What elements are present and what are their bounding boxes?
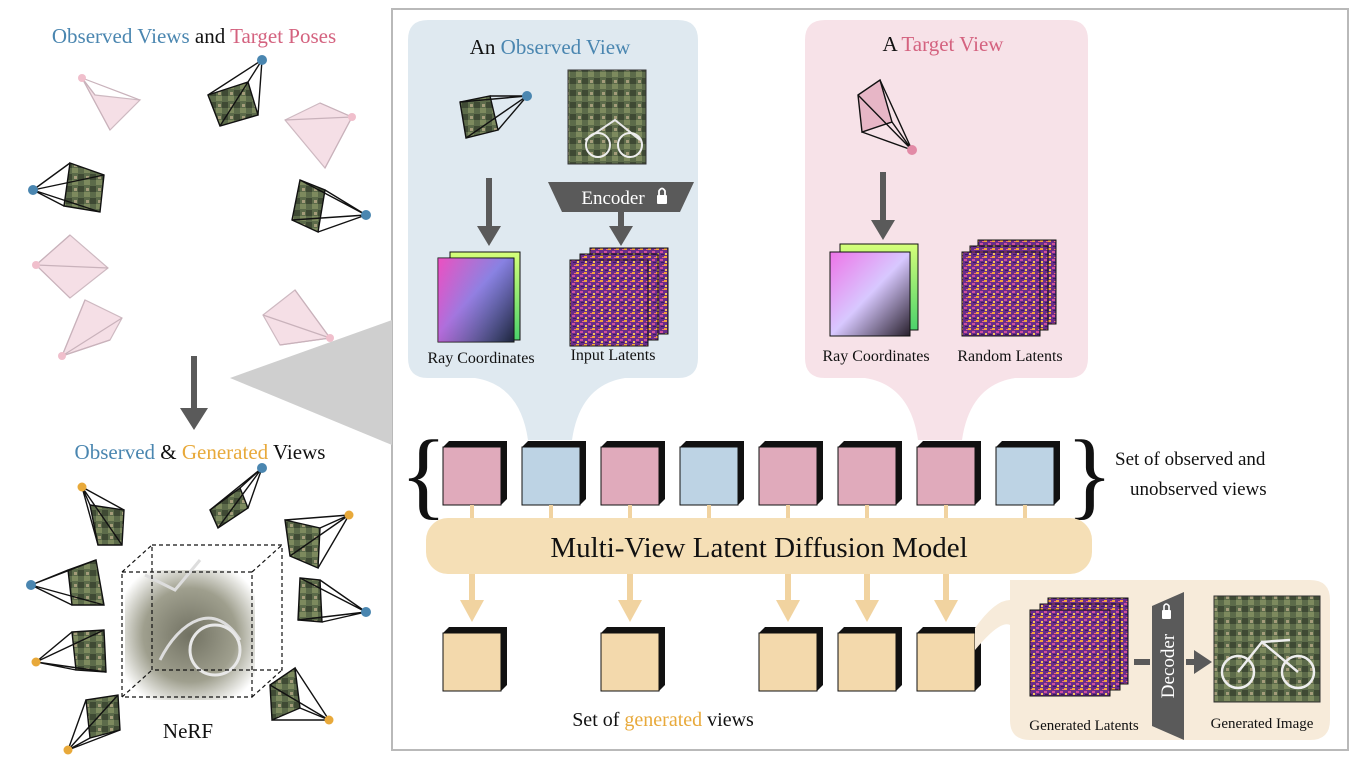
observed-latents-label: Input Latents [571, 347, 656, 364]
generated-view-cube [837, 627, 902, 692]
camera-frustum-icon [459, 91, 532, 139]
observed-view-cube [679, 441, 744, 506]
generated-latents-label: Generated Latents [1029, 718, 1139, 734]
generated-set-label: Set of generated views [572, 709, 754, 731]
generated-image [1213, 595, 1321, 703]
view-set-row [442, 441, 1060, 506]
ray-coordinates-map [829, 243, 919, 337]
nerf-label: NeRF [163, 719, 213, 743]
generated-view-cube [600, 627, 665, 692]
generated-view-cube [916, 627, 981, 692]
generated-frustum [31, 629, 107, 673]
left-top-title: Observed Views and Target Poses [52, 24, 336, 48]
observed-views-word: Observed Views [52, 24, 190, 48]
observed-view-cube [995, 441, 1060, 506]
view-set-label-line2: unobserved views [1130, 479, 1267, 500]
generation-arrow-head [460, 600, 484, 622]
encoder-block [548, 182, 694, 212]
target-ray-label: Ray Coordinates [822, 348, 929, 365]
target-frustum [262, 289, 334, 346]
target-view-panel: A Target View Ray Coordinates Random Lat… [805, 20, 1088, 440]
generated-view-cube [442, 627, 507, 692]
encoder-label: Encoder [581, 188, 645, 209]
ray-coordinates-map [437, 251, 521, 343]
nerf-cube-icon [121, 544, 283, 700]
observed-view-panel: An Observed View Encoder [408, 20, 698, 440]
target-panel-title: A Target View [883, 32, 1005, 56]
observed-panel-title: An Observed View [470, 35, 631, 59]
right-brace: } [1066, 421, 1113, 529]
target-frustum [58, 299, 123, 360]
generated-frustum [77, 482, 125, 546]
generation-arrow-head [618, 600, 642, 622]
target-view-cube [916, 441, 981, 506]
left-brace: { [400, 421, 447, 529]
arrow-head [1194, 650, 1212, 674]
target-view-cube [600, 441, 665, 506]
arrow-head [871, 220, 895, 240]
generation-arrow-head [776, 600, 800, 622]
observed-frustum [209, 463, 267, 530]
observed-frustum [28, 162, 105, 213]
generation-arrow-head [855, 600, 879, 622]
camera-frustum-icon [857, 78, 917, 155]
decoder-panel: Decoder Generated Latents Generated Imag… [975, 580, 1330, 740]
zoom-wedge [230, 320, 392, 445]
left-down-arrow-head [180, 408, 208, 430]
generated-frustum [63, 694, 121, 755]
decoder-label: Decoder [1158, 633, 1179, 698]
target-view-cube [442, 441, 507, 506]
left-panel: Observed Views and Target Poses [26, 24, 371, 755]
target-frustum [78, 74, 142, 131]
observed-frustum [207, 55, 267, 127]
diffusion-model-label: Multi-View Latent Diffusion Model [550, 532, 967, 564]
decoder-block [1152, 592, 1184, 740]
generation-arrow-head [934, 600, 958, 622]
target-frustum [32, 234, 109, 299]
target-poses-word: Target Poses [230, 24, 336, 48]
arrow-head [609, 226, 633, 246]
generated-view-cube [758, 627, 823, 692]
observed-frustum [297, 577, 371, 623]
observed-frustum [291, 179, 371, 234]
target-latents-label: Random Latents [957, 348, 1062, 365]
observed-view-cube [521, 441, 586, 506]
generated-image-label: Generated Image [1211, 716, 1314, 732]
input-latents-map [569, 247, 669, 347]
observed-frustum [26, 559, 105, 606]
lock-icon [1162, 603, 1171, 619]
generated-latents-map [1029, 597, 1129, 697]
generated-frustum [284, 510, 354, 570]
target-frustum [284, 102, 356, 170]
diffusion-model-box [426, 518, 1092, 574]
input-photo [567, 69, 647, 165]
view-set-label-line1: Set of observed and [1115, 449, 1266, 470]
output-row [442, 574, 981, 692]
random-latents-map [961, 239, 1057, 337]
generated-frustum [269, 666, 334, 725]
arrow-head [477, 226, 501, 246]
target-view-cube [758, 441, 823, 506]
lock-icon [657, 187, 667, 204]
left-bottom-title: Observed & Generated Views [75, 440, 326, 464]
observed-ray-label: Ray Coordinates [427, 350, 534, 367]
target-view-cube [837, 441, 902, 506]
